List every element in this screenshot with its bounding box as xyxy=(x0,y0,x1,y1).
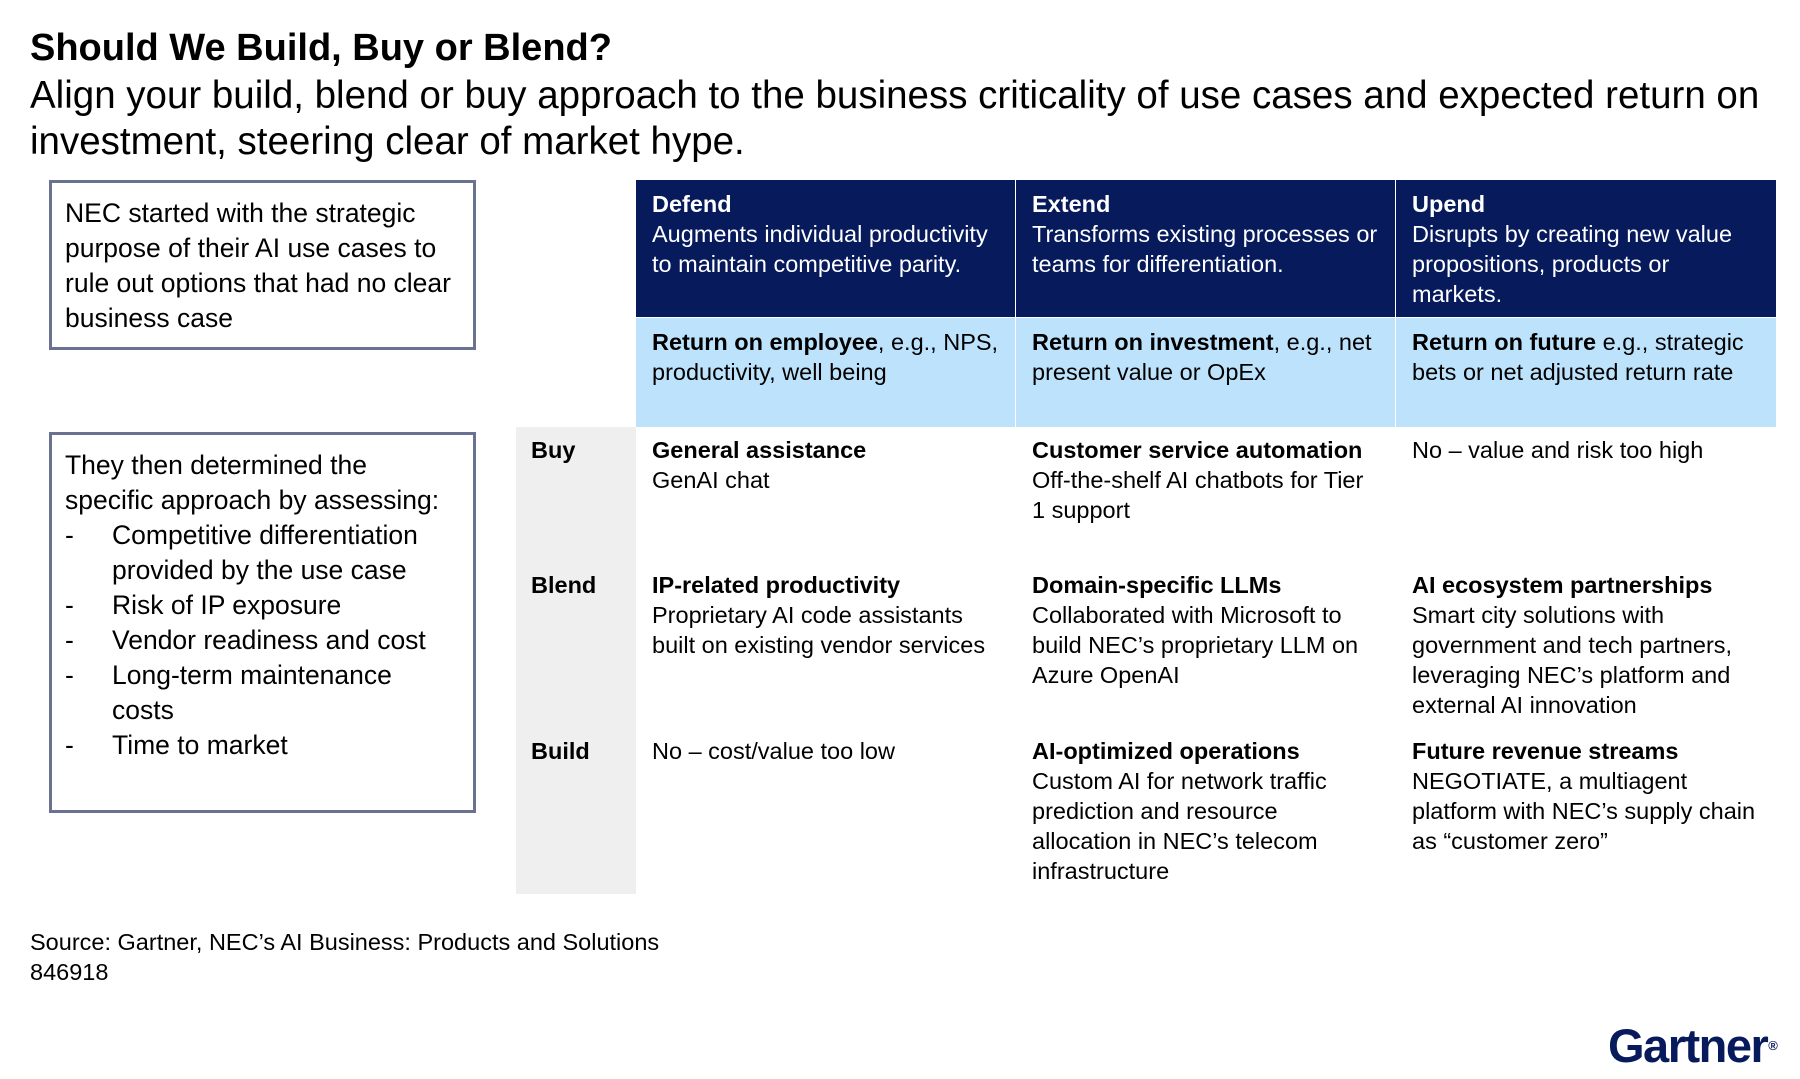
row-label-blend: Blend xyxy=(531,572,597,598)
cell-text: GenAI chat xyxy=(652,467,770,493)
logo-text: Gartner xyxy=(1608,1019,1769,1072)
table-cell-blend-defend: IP-related productivity Proprietary AI c… xyxy=(636,570,1015,660)
column-description: Augments individual productivity to main… xyxy=(652,221,988,277)
table-cell-buy-upend: No – value and risk too high xyxy=(1396,435,1776,465)
cell-title: Domain-specific LLMs xyxy=(1032,572,1282,598)
metric-defend: Return on employee, e.g., NPS, productiv… xyxy=(636,318,1015,427)
source-note: Source: Gartner, NEC’s AI Business: Prod… xyxy=(30,929,660,955)
table-cell-blend-extend: Domain-specific LLMs Collaborated with M… xyxy=(1016,570,1395,690)
cell-text: Smart city solutions with government and… xyxy=(1412,602,1733,718)
column-header-upend: Upend Disrupts by creating new value pro… xyxy=(1396,180,1776,317)
registered-mark-icon: ® xyxy=(1768,1038,1778,1053)
criteria-list: Competitive differentiation provided by … xyxy=(65,518,459,763)
cell-text: Proprietary AI code assistants built on … xyxy=(652,602,986,658)
cell-text: No – cost/value too low xyxy=(652,738,895,764)
row-label-buy: Buy xyxy=(531,437,576,463)
metric-label: Return on future xyxy=(1412,329,1597,355)
cell-text: Custom AI for network traffic prediction… xyxy=(1032,768,1327,884)
row-label-column xyxy=(516,427,636,894)
list-item: Risk of IP exposure xyxy=(65,588,459,623)
column-description: Disrupts by creating new value propositi… xyxy=(1412,221,1733,307)
metric-detail: e.g., strategic bets or net adjusted ret… xyxy=(1412,329,1744,385)
metric-detail: , e.g., net present value or OpEx xyxy=(1032,329,1372,385)
metric-label: Return on investment xyxy=(1032,329,1274,355)
assessment-intro: They then determined the specific approa… xyxy=(65,450,440,515)
cell-title: Future revenue streams xyxy=(1412,738,1679,764)
column-title: Extend xyxy=(1032,191,1111,217)
cell-title: AI-optimized operations xyxy=(1032,738,1300,764)
cell-text: Collaborated with Microsoft to build NEC… xyxy=(1032,602,1359,688)
cell-text: No – value and risk too high xyxy=(1412,437,1704,463)
gartner-logo: Gartner® xyxy=(1608,1021,1778,1071)
assessment-criteria-box: They then determined the specific approa… xyxy=(49,432,476,813)
table-cell-build-extend: AI-optimized operations Custom AI for ne… xyxy=(1016,736,1395,886)
list-item: Time to market xyxy=(65,728,459,763)
metric-detail: , e.g., NPS, productivity, well being xyxy=(652,329,999,385)
column-title: Upend xyxy=(1412,191,1486,217)
column-header-defend: Defend Augments individual productivity … xyxy=(636,180,1015,317)
table-cell-build-upend: Future revenue streams NEGOTIATE, a mult… xyxy=(1396,736,1776,856)
table-cell-buy-extend: Customer service automation Off-the-shel… xyxy=(1016,435,1395,525)
list-item: Long-term maintenance costs xyxy=(65,658,459,728)
cell-title: General assistance xyxy=(652,437,867,463)
table-cell-build-defend: No – cost/value too low xyxy=(636,736,1015,766)
strategic-purpose-box: NEC started with the strategic purpose o… xyxy=(49,180,476,350)
list-item: Vendor readiness and cost xyxy=(65,623,459,658)
metric-label: Return on employee xyxy=(652,329,878,355)
metric-extend: Return on investment, e.g., net present … xyxy=(1016,318,1395,427)
document-id: 846918 xyxy=(30,959,109,985)
cell-text: NEGOTIATE, a multiagent platform with NE… xyxy=(1412,768,1756,854)
column-title: Defend xyxy=(652,191,732,217)
row-label-build: Build xyxy=(531,738,590,764)
cell-title: IP-related productivity xyxy=(652,572,901,598)
table-cell-buy-defend: General assistance GenAI chat xyxy=(636,435,1015,495)
column-description: Transforms existing processes or teams f… xyxy=(1032,221,1378,277)
cell-title: Customer service automation xyxy=(1032,437,1363,463)
page-title: Should We Build, Buy or Blend? xyxy=(30,27,612,69)
metric-upend: Return on future e.g., strategic bets or… xyxy=(1396,318,1776,427)
page-subtitle: Align your build, blend or buy approach … xyxy=(30,74,1760,163)
cell-title: AI ecosystem partnerships xyxy=(1412,572,1713,598)
column-header-extend: Extend Transforms existing processes or … xyxy=(1016,180,1395,317)
cell-text: Off-the-shelf AI chatbots for Tier 1 sup… xyxy=(1032,467,1364,523)
table-cell-blend-upend: AI ecosystem partnerships Smart city sol… xyxy=(1396,570,1776,720)
strategic-purpose-text: NEC started with the strategic purpose o… xyxy=(65,198,451,333)
list-item: Competitive differentiation provided by … xyxy=(65,518,459,588)
